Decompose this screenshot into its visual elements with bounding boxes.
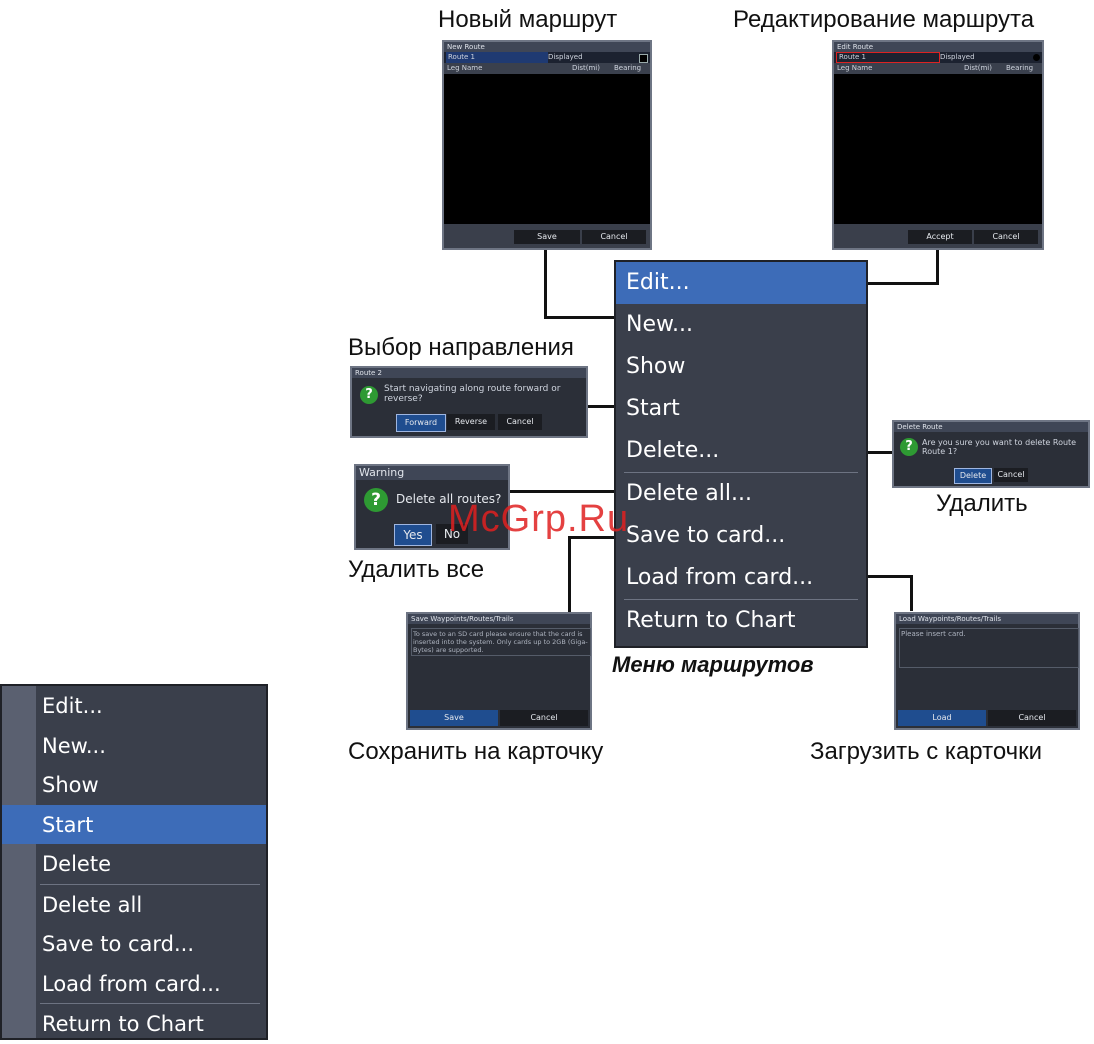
delete-route-dialog: Delete Route ? Are you sure you want to … [892, 420, 1090, 488]
new-route-screen: New Route Route 1 Displayed Leg Name Dis… [442, 40, 652, 250]
side-menu-item-show[interactable]: Show [42, 773, 99, 797]
side-menu-item-delete[interactable]: Delete [42, 852, 111, 876]
cancel-button[interactable]: Cancel [994, 468, 1028, 482]
save-button[interactable]: Save [410, 710, 498, 726]
displayed-checkbox[interactable] [1033, 54, 1040, 61]
column-leg-name: Leg Name [447, 64, 483, 72]
column-leg-name: Leg Name [837, 64, 873, 72]
caption-load-from-card: Загрузить с карточки [810, 738, 1043, 765]
direction-dialog: Route 2 ? Start navigating along route f… [350, 366, 588, 438]
menu-item-return-to-chart[interactable]: Return to Chart [626, 608, 796, 633]
caption-save-to-card: Сохранить на карточку [348, 738, 604, 765]
caption-new-route: Новый маршрут [438, 6, 618, 33]
delete-message: Are you sure you want to delete Route Ro… [922, 438, 1077, 456]
side-menu-item-save-to-card[interactable]: Save to card... [42, 932, 195, 956]
question-icon: ? [360, 386, 378, 404]
caption-delete-all: Удалить все [348, 556, 485, 583]
edit-route-screen: Edit Route Route 1 Displayed Leg Name Di… [832, 40, 1044, 250]
cancel-button[interactable]: Cancel [500, 710, 588, 726]
cancel-button[interactable]: Cancel [974, 230, 1038, 244]
menu-item-start[interactable]: Start [626, 396, 680, 421]
save-dialog: Save Waypoints/Routes/Trails To save to … [406, 612, 592, 730]
reverse-button[interactable]: Reverse [447, 414, 495, 430]
warning-title: Warning [356, 466, 508, 480]
direction-dialog-title: Route 2 [352, 368, 586, 378]
legs-list[interactable] [834, 74, 1042, 224]
side-menu-item-start[interactable]: Start [2, 804, 266, 844]
menu-divider [624, 472, 858, 473]
cancel-button[interactable]: Cancel [498, 414, 542, 430]
caption-edit-route: Редактирование маршрута [733, 6, 1035, 33]
load-message: Please insert card. [899, 628, 1079, 668]
load-dialog-title: Load Waypoints/Routes/Trails [896, 614, 1078, 624]
column-dist: Dist(mi) [572, 64, 600, 72]
delete-button[interactable]: Delete [954, 468, 992, 484]
save-message: To save to an SD card please ensure that… [411, 628, 591, 656]
menu-item-save-to-card[interactable]: Save to card... [626, 523, 786, 548]
side-menu-item-delete-all[interactable]: Delete all [42, 892, 143, 917]
side-menu-item-new[interactable]: New... [42, 733, 106, 758]
menu-divider [624, 599, 858, 600]
column-bearing: Bearing [1006, 64, 1034, 72]
caption-delete: Удалить [936, 490, 1028, 517]
accept-button[interactable]: Accept [908, 230, 972, 244]
direction-message: Start navigating along route forward or … [384, 384, 561, 404]
load-button[interactable]: Load [898, 710, 986, 726]
side-menu-divider [40, 883, 260, 885]
question-icon: ? [364, 488, 388, 512]
menu-item-show[interactable]: Show [626, 354, 686, 379]
column-dist: Dist(mi) [964, 64, 992, 72]
side-route-menu: Edit... New... Show Start Delete Delete … [0, 684, 268, 1040]
save-dialog-title: Save Waypoints/Routes/Trails [408, 614, 590, 624]
no-button[interactable]: No [436, 524, 468, 544]
menu-item-delete[interactable]: Delete... [626, 438, 720, 463]
question-icon: ? [900, 438, 918, 456]
menu-item-load-from-card[interactable]: Load from card... [626, 565, 814, 590]
edit-route-title: Edit Route [834, 42, 1042, 52]
route-name-field[interactable]: Route 1 [446, 52, 548, 63]
save-button[interactable]: Save [514, 230, 580, 244]
yes-button[interactable]: Yes [394, 524, 432, 546]
menu-item-new[interactable]: New... [626, 312, 693, 337]
side-menu-item-load-from-card[interactable]: Load from card... [42, 971, 221, 996]
side-menu-item-return-to-chart[interactable]: Return to Chart [42, 1012, 204, 1036]
delete-dialog-title: Delete Route [894, 422, 1088, 432]
displayed-label: Displayed [548, 53, 583, 61]
caption-route-menu: Меню маршрутов [612, 652, 814, 677]
warning-message: Delete all routes? [396, 492, 502, 506]
displayed-checkbox[interactable] [639, 54, 648, 63]
new-route-title: New Route [444, 42, 650, 52]
watermark: McGrp.Ru [448, 498, 630, 540]
warning-dialog: Warning ? Delete all routes? Yes No [354, 464, 510, 550]
load-dialog: Load Waypoints/Routes/Trails Please inse… [894, 612, 1080, 730]
side-menu-divider [40, 1003, 260, 1004]
cancel-button[interactable]: Cancel [582, 230, 646, 244]
column-bearing: Bearing [614, 64, 642, 72]
route-menu: Edit... New... Show Start Delete... Dele… [614, 260, 868, 648]
menu-item-edit[interactable]: Edit... [616, 262, 866, 304]
forward-button[interactable]: Forward [396, 414, 446, 432]
menu-item-delete-all[interactable]: Delete all... [626, 481, 752, 506]
side-menu-item-edit[interactable]: Edit... [42, 694, 103, 718]
route-name-field[interactable]: Route 1 [836, 52, 940, 63]
displayed-label: Displayed [940, 53, 975, 61]
legs-list[interactable] [444, 74, 650, 224]
cancel-button[interactable]: Cancel [988, 710, 1076, 726]
caption-select-direction: Выбор направления [348, 334, 574, 361]
